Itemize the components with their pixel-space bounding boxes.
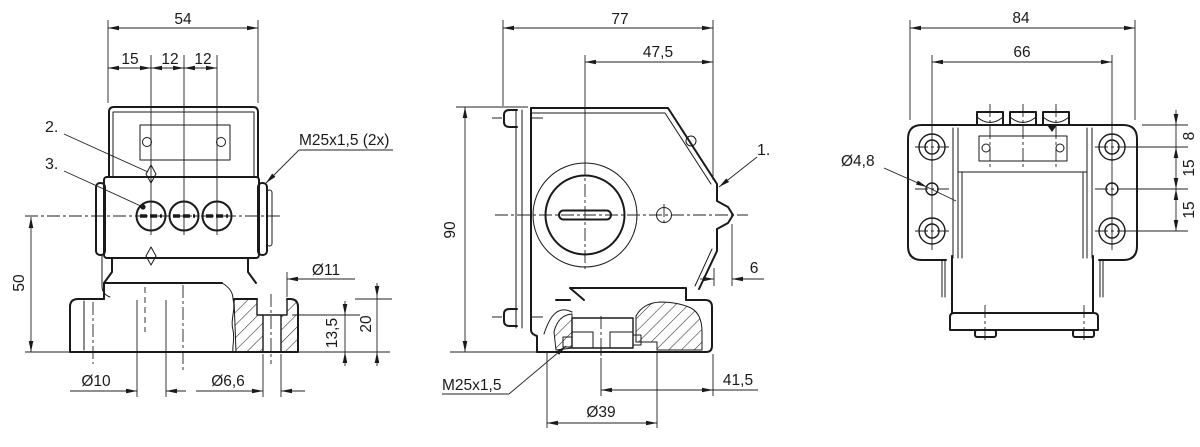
mounting-holes <box>918 133 1126 245</box>
label-gland-thread-side: M25x1,5 <box>442 377 501 394</box>
base-pedestal <box>569 287 687 301</box>
base-plate <box>949 312 1099 331</box>
dim-hole-offset-top: 8 <box>1181 132 1198 141</box>
dim-hole-pitch-upper: 15 <box>1181 159 1198 176</box>
dim-gland-pitch-right: 12 <box>194 51 211 68</box>
dim-back-overall-width: 84 <box>1012 10 1030 27</box>
dim-flange-height: 20 <box>358 315 375 333</box>
rear-tab-lower <box>503 308 518 327</box>
label-hole-dia: Ø4,8 <box>841 153 875 170</box>
front-leaders <box>63 133 393 210</box>
dim-hole-pitch: 66 <box>1013 44 1030 61</box>
terminal-window <box>978 135 1068 162</box>
label-gland-thread-front: M25x1,5 (2x) <box>299 132 389 149</box>
dim-gland-pitch-mid: 12 <box>161 51 178 68</box>
back-extension-lines <box>909 20 1188 250</box>
nameplate-window <box>139 124 231 161</box>
back-view: 84 66 Ø4,8 8 15 15 <box>841 10 1198 343</box>
dim-counterbore-dia: Ø11 <box>312 262 340 279</box>
side-dimensions <box>462 25 764 426</box>
dim-mounting-hole-dia: Ø6,6 <box>211 373 245 390</box>
dim-overall-width: 54 <box>174 11 192 28</box>
cover-screw <box>656 207 672 223</box>
terminal-screws <box>135 200 233 232</box>
back-leaders <box>883 167 957 202</box>
section-break-line <box>543 309 573 335</box>
back-part-outline <box>907 111 1138 338</box>
hinge-pin <box>685 135 697 147</box>
section-hatch <box>635 301 703 351</box>
front-view: 54 15 12 12 2. 3. M25x1,5 (2x) 50 Ø11 20… <box>11 11 393 397</box>
rear-tab-upper <box>503 109 518 128</box>
front-dimensions <box>28 25 380 394</box>
dim-overall-height: 90 <box>442 221 459 239</box>
side-part-outline <box>503 107 734 355</box>
dim-counterbore-depth: 13,5 <box>324 318 341 348</box>
section-break-line <box>221 282 235 353</box>
arrow-marker <box>1047 125 1057 132</box>
dim-overall-depth: 77 <box>611 11 628 28</box>
front-part-outline <box>69 106 299 353</box>
section-hatch <box>280 298 299 353</box>
base-foot <box>1072 329 1095 338</box>
ref-label-3: 3. <box>45 156 58 173</box>
dim-hole-pitch-lower: 15 <box>1181 201 1198 218</box>
dim-height-to-axis: 50 <box>11 274 28 292</box>
cable-glands <box>976 111 1070 126</box>
cover-outer <box>532 162 638 268</box>
side-view: 77 47,5 90 1. 6 M25x1,5 41,5 Ø39 <box>442 11 770 428</box>
ref-label-1: 1. <box>757 142 770 159</box>
dim-center-hole-dia: Ø10 <box>81 373 111 390</box>
gland-plug-section <box>562 317 642 355</box>
ref-label-2: 2. <box>45 119 58 136</box>
dim-base-boss-dia: Ø39 <box>586 404 615 421</box>
diamond-markers <box>145 164 157 266</box>
dim-base-edge-offset: 41,5 <box>723 372 753 389</box>
base-foot <box>974 329 997 338</box>
side-extension-lines <box>450 20 733 428</box>
back-dimensions <box>910 25 1179 231</box>
plunger <box>716 200 734 230</box>
back-centerlines <box>915 104 1129 343</box>
dim-gland-pitch-left: 15 <box>121 51 138 68</box>
gland-boss-left <box>95 182 106 256</box>
side-leaders <box>442 156 758 395</box>
section-hatch <box>233 298 264 353</box>
dim-axis-offset: 47,5 <box>643 44 673 61</box>
dim-plunger-protrusion: 6 <box>750 260 759 277</box>
screw-slot <box>558 209 612 221</box>
cover-cap <box>544 174 626 256</box>
